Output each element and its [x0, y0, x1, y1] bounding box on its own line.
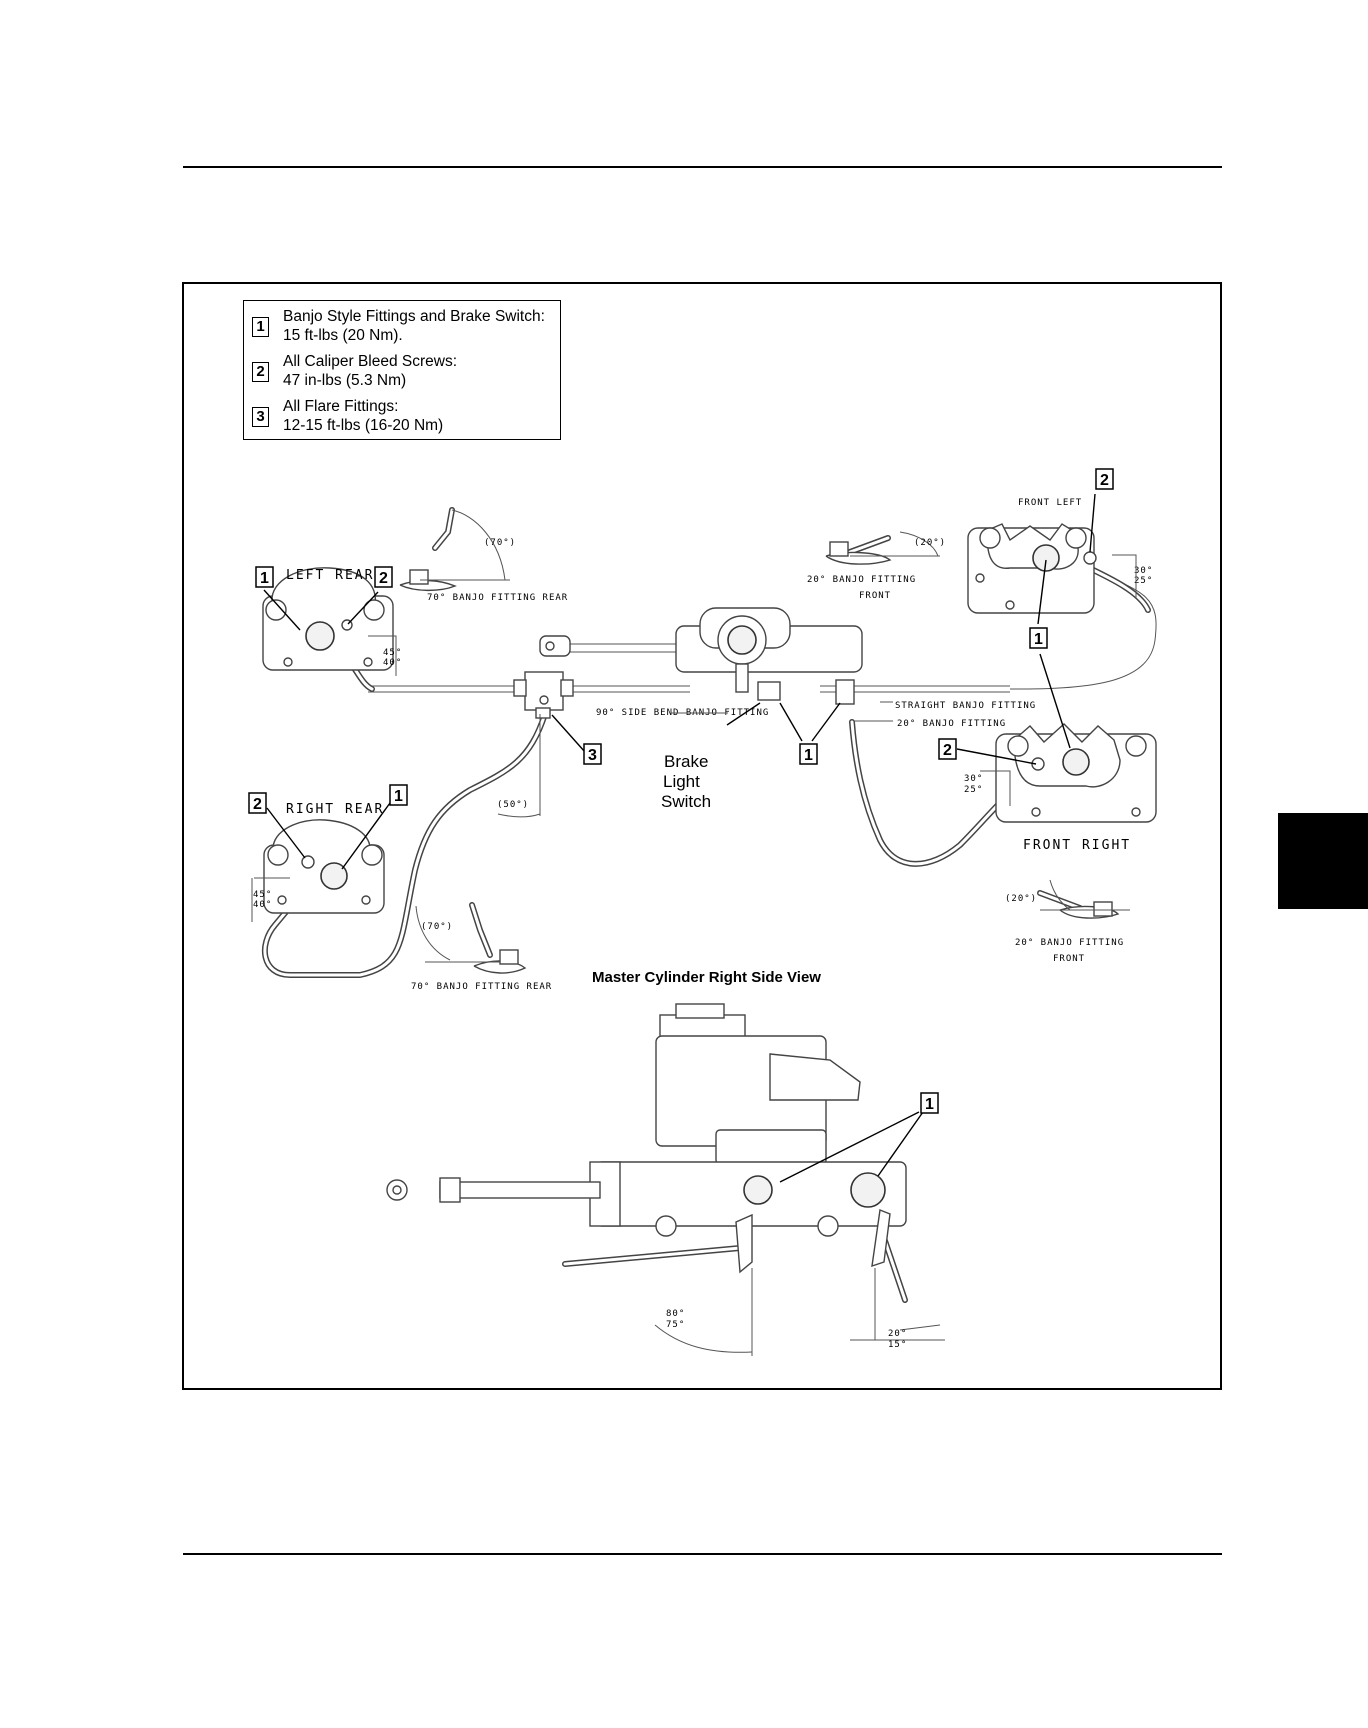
callout-1-front-left: 1: [1029, 627, 1048, 649]
svg-text:1: 1: [260, 570, 269, 587]
callout-2-left-rear: 2: [374, 566, 393, 588]
angle-20-top: (20°): [914, 538, 946, 548]
angle-70-top: (70°): [484, 538, 516, 548]
front-right-caliper: [995, 723, 1157, 823]
angle-20-bottom: (20°): [1005, 894, 1037, 904]
right-rear-caliper: [263, 819, 385, 914]
straight-banjo-label: STRAIGHT BANJO FITTING: [895, 701, 1036, 711]
angle-30-fl: 30°: [1134, 566, 1153, 576]
footer-rule: [183, 1553, 1222, 1555]
angle-25-fr: 25°: [964, 785, 983, 795]
angle-70-bottom: (70°): [421, 922, 453, 932]
legend-text-3-line-2: 12-15 ft-lbs (16-20 Nm): [283, 417, 444, 434]
brake-light-label-1: Brake: [664, 752, 708, 771]
leader-lines: [671, 701, 893, 722]
banjo-70-rear-top-label: 70° BANJO FITTING REAR: [427, 593, 568, 603]
callout-1-master-side: 1: [920, 1092, 939, 1114]
svg-text:1: 1: [925, 1096, 934, 1113]
angle-75: 75°: [666, 1320, 685, 1330]
legend-text-2: All Caliper Bleed Screws: 47 in-lbs (5.3…: [283, 352, 457, 390]
svg-text:2: 2: [943, 742, 952, 759]
banjo-20-front-top-label: 20° BANJO FITTING: [807, 575, 916, 585]
torque-legend: 1 Banjo Style Fittings and Brake Switch:…: [243, 300, 561, 440]
angle-40-rr: 40°: [253, 900, 272, 910]
legend-text-1: Banjo Style Fittings and Brake Switch: 1…: [283, 307, 545, 345]
master-cylinder-top: [539, 607, 863, 705]
banjo-20-front-bottom-label-2: FRONT: [1053, 954, 1085, 964]
banjo-20-front-bottom-label: 20° BANJO FITTING: [1015, 938, 1124, 948]
callout-1-right-rear: 1: [389, 784, 408, 806]
front-left-caliper: [967, 523, 1097, 614]
angle-40-left: 40°: [383, 658, 402, 668]
angle-30-fr: 30°: [964, 774, 983, 784]
legend-text-2-line-1: All Caliper Bleed Screws:: [283, 353, 458, 370]
angle-20-side: 20°: [888, 1329, 907, 1339]
angle-45-rr: 45°: [253, 890, 272, 900]
banjo-20-front-top-label-2: FRONT: [859, 591, 891, 601]
angle-45-left: 45°: [383, 648, 402, 658]
angle-15-side: 15°: [888, 1340, 907, 1350]
angle-labels: (70°) (20°) 45° 40° 30° 25° 30° 25° (50°…: [251, 538, 1153, 1350]
svg-text:3: 3: [588, 747, 597, 764]
left-rear-label: LEFT REAR: [286, 568, 374, 583]
svg-text:2: 2: [1100, 472, 1109, 489]
svg-text:1: 1: [804, 747, 813, 764]
brake-light-label-3: Switch: [661, 792, 711, 811]
angle-80: 80°: [666, 1309, 685, 1319]
callout-boxes: 1 2 2 1 2 3 1 2: [248, 468, 1114, 1114]
callout-2-front-right: 2: [938, 738, 957, 760]
left-rear-caliper: [262, 567, 394, 671]
brake-light-label-2: Light: [663, 772, 700, 791]
header-rule: [183, 166, 1222, 168]
legend-text-3: All Flare Fittings: 12-15 ft-lbs (16-20 …: [283, 397, 443, 435]
legend-number-3: 3: [252, 407, 269, 427]
callout-1-brake-switch: 1: [799, 743, 818, 765]
angle-50: (50°): [497, 800, 529, 810]
master-cylinder-side: [386, 1003, 945, 1356]
svg-text:2: 2: [253, 796, 262, 813]
fitting-details: [399, 507, 1130, 974]
angle-25-fl: 25°: [1134, 576, 1153, 586]
banjo-70-rear-bottom-label: 70° BANJO FITTING REAR: [411, 982, 552, 992]
chapter-tab: [1278, 813, 1368, 909]
legend-text-1-line-1: Banjo Style Fittings and Brake Switch:: [283, 308, 545, 325]
svg-text:1: 1: [1034, 631, 1043, 648]
front-left-label: FRONT LEFT: [1018, 498, 1082, 508]
callout-2-front-left: 2: [1095, 468, 1114, 490]
legend-text-3-line-1: All Flare Fittings:: [283, 398, 399, 415]
svg-text:1: 1: [394, 788, 403, 805]
callout-2-right-rear: 2: [248, 792, 267, 814]
master-cylinder-heading: Master Cylinder Right Side View: [592, 969, 821, 986]
front-right-label: FRONT RIGHT: [1023, 838, 1131, 853]
svg-text:2: 2: [379, 570, 388, 587]
legend-number-2: 2: [252, 362, 269, 382]
banjo-20-label: 20° BANJO FITTING: [897, 719, 1006, 729]
callout-1-left-rear: 1: [255, 566, 274, 588]
rear-tee-block: [513, 671, 574, 719]
legend-text-2-line-2: 47 in-lbs (5.3 Nm): [283, 372, 407, 389]
legend-number-1: 1: [252, 317, 269, 337]
callout-3-tee: 3: [583, 743, 602, 765]
figure-frame: [182, 282, 1222, 1390]
legend-text-1-line-2: 15 ft-lbs (20 Nm).: [283, 327, 403, 344]
callout-arrows: [263, 493, 1096, 1183]
right-rear-label: RIGHT REAR: [286, 802, 384, 817]
